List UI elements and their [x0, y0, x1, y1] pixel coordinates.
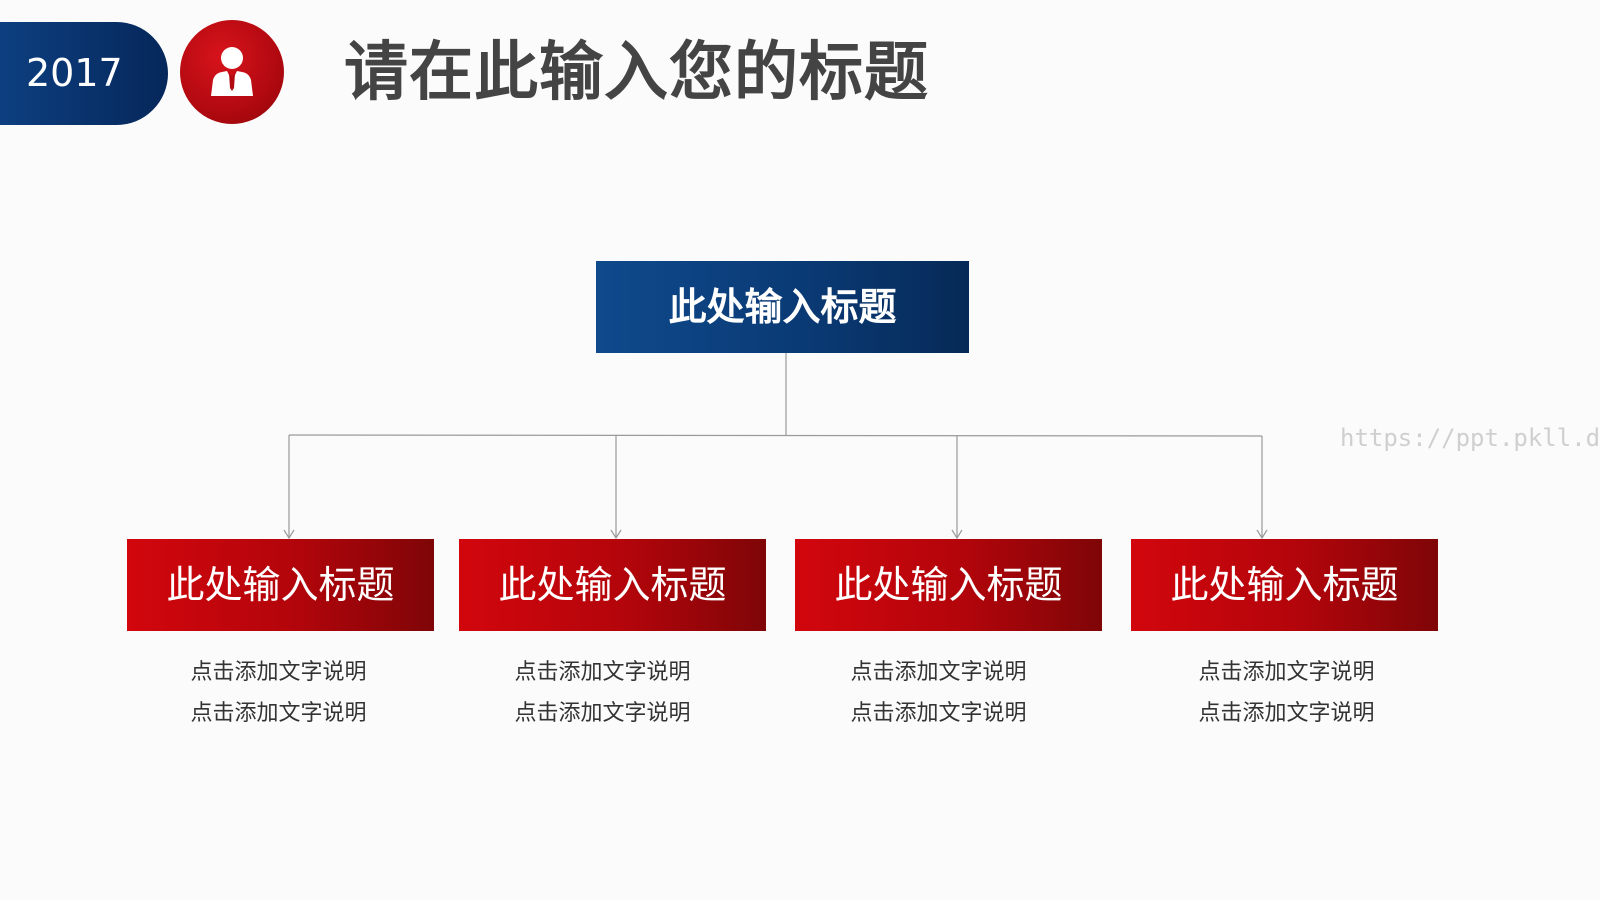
- avatar-badge: [180, 20, 284, 124]
- child-node-2: 此处输入标题: [459, 539, 766, 631]
- desc-line: 点击添加文字说明: [1198, 660, 1375, 685]
- arrowhead-1: [283, 529, 295, 540]
- page-title: 请在此输入您的标题: [344, 36, 929, 110]
- root-node: 此处输入标题: [596, 261, 969, 353]
- desc-line: 点击添加文字说明: [190, 701, 367, 726]
- desc-line: 点击添加文字说明: [1198, 701, 1375, 726]
- arrowhead-3: [951, 529, 963, 540]
- child-node-1: 此处输入标题: [127, 539, 434, 631]
- arrowhead-4: [1256, 529, 1268, 540]
- child-node-3: 此处输入标题: [795, 539, 1102, 631]
- desc-line: 点击添加文字说明: [514, 660, 691, 685]
- child-desc-2: 点击添加文字说明 点击添加文字说明: [449, 652, 756, 734]
- child-desc-4: 点击添加文字说明 点击添加文字说明: [1133, 652, 1440, 734]
- desc-line: 点击添加文字说明: [514, 701, 691, 726]
- watermark: https://ppt.pkll.de: [1340, 424, 1600, 452]
- arrowhead-2: [610, 529, 622, 540]
- desc-line: 点击添加文字说明: [850, 660, 1027, 685]
- child-desc-1: 点击添加文字说明 点击添加文字说明: [125, 652, 432, 734]
- child-node-4: 此处输入标题: [1131, 539, 1438, 631]
- year-tab: 2017: [0, 22, 168, 125]
- desc-line: 点击添加文字说明: [190, 660, 367, 685]
- connector-horizontal-bar: [288, 434, 1263, 437]
- child-desc-3: 点击添加文字说明 点击添加文字说明: [785, 652, 1092, 734]
- desc-line: 点击添加文字说明: [850, 701, 1027, 726]
- person-icon: [211, 47, 253, 96]
